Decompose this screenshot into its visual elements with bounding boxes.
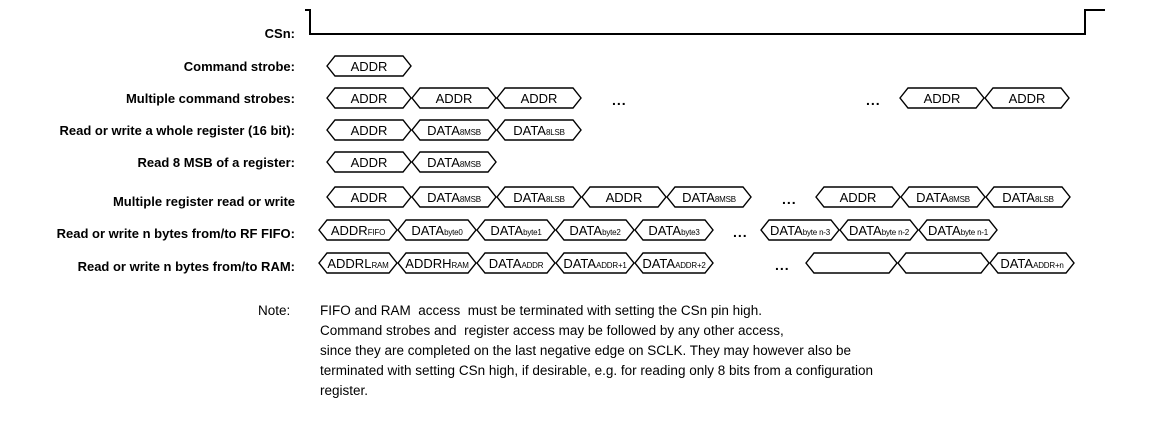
wave-cell-empty[interactable] [897,252,990,274]
wave-cell[interactable]: ADDR [899,87,985,109]
wave-cell-label [897,252,990,274]
wave-cell-label: ADDR [839,189,877,205]
ellipsis-left: ... [612,92,627,108]
row-label-multiple-command-strobes: Multiple command strobes: [125,91,295,106]
row-label-read-8-msb: Read 8 MSB of a register: [137,155,296,170]
wave-cell-label: ADDR [435,90,473,106]
note-line: FIFO and RAM access must be terminated w… [320,303,762,318]
wave-cell[interactable]: ADDR [815,186,901,208]
ellipsis: ... [782,191,797,207]
row-label-csn: CSn: [264,26,295,41]
row-label-command-strobe: Command strobe: [183,59,295,74]
wave-cell-label: ADDR [520,90,558,106]
note-block: Note: FIFO and RAM access must be termin… [258,301,873,401]
wave-cell-label [805,252,898,274]
wave-cell-label: ADDR [350,154,388,170]
note-body: FIFO and RAM access must be terminated w… [320,301,873,401]
note-title: Note: [258,303,291,318]
wave-cell-label: ADDR [350,122,388,138]
waveform-area: ADDR ADDR ADDR ADDR ... ... ADDR ADDR [305,9,1105,274]
wave-cell[interactable]: ADDR [326,186,412,208]
wave-cell-empty[interactable] [805,252,898,274]
wave-cell-label: ADDR [350,90,388,106]
note-line: register. [320,383,369,398]
wave-cell-label: ADDR [605,189,643,205]
note-line: Command strobes and register access may … [320,323,784,338]
wave-cell[interactable]: ADDR [581,186,667,208]
row-label-rf-fifo: Read or write n bytes from/to RF FIFO: [56,226,295,241]
wave-cell[interactable]: ADDR [496,87,582,109]
csn-waveform [305,9,1105,35]
wave-cell-label: ADDR [350,58,388,74]
wave-cell-label: ADDR [1008,90,1046,106]
wave-cell-label: ADDR [350,189,388,205]
wave-cell[interactable]: ADDR [326,151,412,173]
ellipsis: ... [733,224,748,240]
row-label-whole-register: Read or write a whole register (16 bit): [59,123,296,138]
note-line: terminated with setting CSn high, if des… [320,363,874,378]
row-label-multiple-register: Multiple register read or write [112,194,295,209]
wave-cell[interactable]: ADDR [326,87,412,109]
wave-cell-label: ADDR [923,90,961,106]
wave-cell[interactable]: ADDR [326,119,412,141]
ellipsis-right: ... [866,92,881,108]
note-line: since they are completed on the last neg… [320,343,852,358]
wave-cell[interactable]: ADDR [984,87,1070,109]
wave-cell[interactable]: ADDR [326,55,412,77]
wave-cell[interactable]: ADDR [411,87,497,109]
row-label-ram: Read or write n bytes from/to RAM: [77,259,295,274]
ellipsis: ... [775,257,790,273]
